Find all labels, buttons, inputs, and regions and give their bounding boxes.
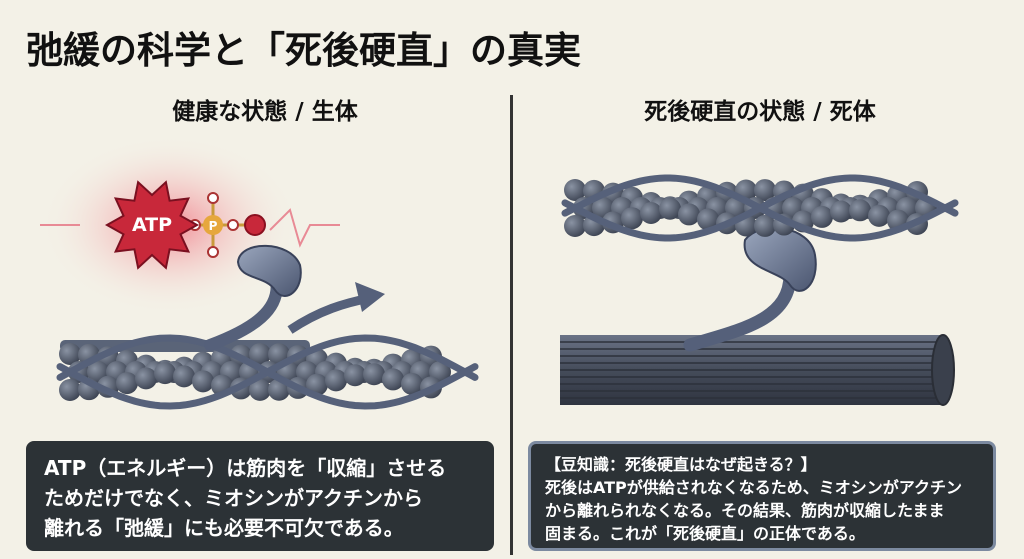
motion-arrow-icon	[287, 282, 385, 334]
actin-bead	[640, 201, 662, 224]
actin-bead	[564, 215, 586, 237]
actin-bead	[135, 367, 157, 390]
page-title: 弛緩の科学と「死後硬直」の真実	[26, 29, 581, 72]
myosin-head-left	[204, 244, 302, 351]
actin-bead	[697, 208, 719, 231]
phosphate-chain: P	[189, 192, 266, 258]
actin-bead	[325, 369, 347, 392]
actin-bead	[59, 343, 81, 365]
actin-bead	[173, 365, 195, 388]
actin-filament-left	[56, 334, 479, 410]
actin-bead	[811, 205, 833, 228]
actin-bead	[659, 197, 681, 220]
caption-line: 死後はATPが供給されなくなるため、ミオシンがアクチン	[545, 478, 962, 497]
actin-bead	[754, 179, 776, 202]
actin-bead	[564, 179, 586, 201]
actin-bead	[401, 372, 423, 395]
actin-filament-right	[561, 174, 959, 242]
caption-line: ためだけでなく、ミオシンがアクチンから	[44, 486, 423, 510]
left-caption-box: ATP（エネルギー）は筋肉を「収縮」させる ためだけでなく、ミオシンがアクチンか…	[26, 441, 494, 551]
atp-label: ATP	[132, 214, 172, 236]
caption-line: から離れられなくなる。その結果、筋肉が収縮したまま	[545, 501, 945, 520]
myosin-head-right	[683, 227, 817, 352]
actin-bead	[116, 372, 138, 395]
actin-bead	[344, 364, 366, 387]
actin-bead	[754, 214, 776, 237]
actin-bead	[249, 343, 271, 366]
right-trivia-box: 【豆知識：死後硬直はなぜ起きる？】 死後はATPが供給されなくなるため、ミオシン…	[528, 441, 996, 551]
actin-bead	[621, 207, 643, 230]
right-panel-heading: 死後硬直の状態 / 死体	[644, 99, 876, 125]
phosphate-label: P	[209, 219, 218, 233]
actin-bead	[849, 199, 871, 222]
atp-icon: ATP	[104, 180, 200, 270]
panel-divider	[510, 95, 513, 555]
actin-bead	[59, 379, 81, 401]
caption-line: ATP（エネルギー）は筋肉を「収縮」させる	[44, 456, 447, 480]
actin-bead	[868, 204, 890, 227]
actin-bead	[382, 368, 404, 391]
actin-bead	[363, 363, 385, 386]
tropomyosin-strand	[561, 174, 959, 242]
actin-bead	[249, 378, 271, 401]
trivia-heading: 【豆知識：死後硬直はなぜ起きる？】	[545, 455, 817, 474]
caption-line: 離れる「弛緩」にも必要不可欠である。	[44, 516, 404, 540]
actin-bead	[192, 370, 214, 393]
thick-filament-right	[560, 334, 955, 406]
actin-bead	[154, 362, 176, 385]
caption-line: 固まる。これが「死後硬直」の正体である。	[545, 524, 865, 543]
actin-bead	[678, 203, 700, 226]
left-panel-heading: 健康な状態 / 生体	[172, 99, 358, 125]
tropomyosin-strand	[56, 334, 479, 410]
actin-bead	[830, 200, 852, 223]
